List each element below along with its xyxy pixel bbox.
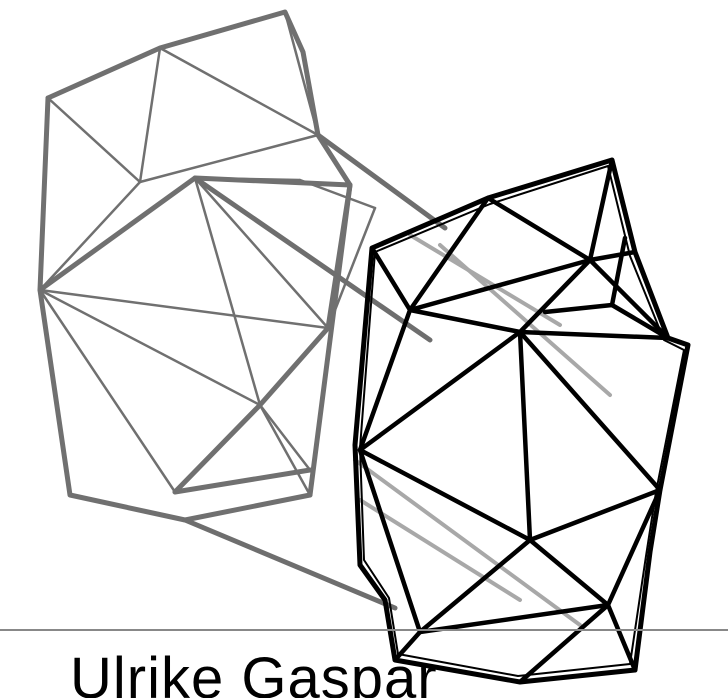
caption-text: Ulrike Gaspar xyxy=(70,650,438,698)
connector-line xyxy=(360,500,520,600)
back-outline-top xyxy=(48,12,350,185)
connector-line xyxy=(318,135,445,228)
front-polyhedron-sketch xyxy=(355,160,688,682)
back-edge-a xyxy=(40,178,350,290)
back-edge-c xyxy=(175,185,350,492)
